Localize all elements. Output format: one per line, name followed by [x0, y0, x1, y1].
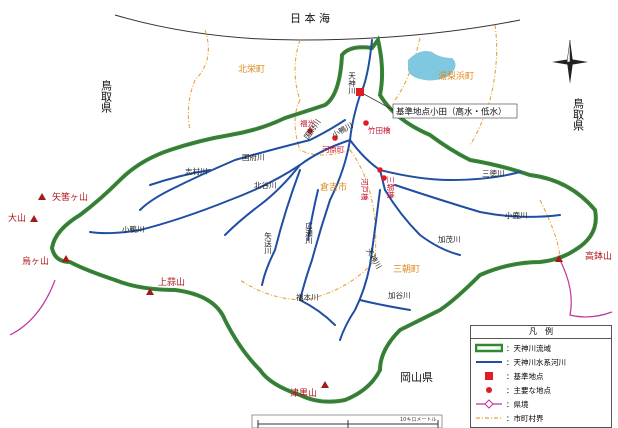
mountain-label-kamihiruzen: 上蒜山	[158, 277, 185, 288]
river-label-kitatani: 北谷川	[254, 181, 277, 190]
river-label-hirose: 広瀬川	[304, 221, 313, 245]
point-mitsu	[381, 175, 387, 181]
legend: 凡 例 ：天神川流域 ：天神川水系河川 ：基準地点 ：主要な地点 ：県境 ：市町…	[470, 325, 612, 428]
mountain-markers	[30, 193, 563, 388]
river-kayadani	[359, 299, 411, 311]
legend-label-river: ：天神川水系河川	[506, 357, 566, 367]
mountain-label-daisen: 大山	[8, 212, 26, 224]
coastline	[114, 14, 521, 41]
legend-label-pref-border: ：県境	[506, 399, 529, 409]
rivers	[89, 39, 561, 341]
callout-line	[361, 92, 394, 111]
mountain-kamihiruzen-icon	[146, 288, 154, 295]
mountain-karasugasen-icon	[62, 255, 70, 262]
river-label-kamo: 加茂川	[438, 234, 461, 244]
river-label-shimura: 志村川	[185, 166, 208, 176]
river-koshika	[394, 184, 561, 218]
prefecture-border	[9, 259, 613, 336]
legend-item-reference: ：基準地点	[475, 369, 607, 383]
river-kamo	[384, 189, 461, 256]
river-label-tenjin-upper: 天神川	[364, 246, 384, 270]
town-hokuei: 北栄町	[238, 63, 265, 75]
scale-label: 10キロメートル	[400, 417, 436, 423]
mountain-yahazugasen-icon	[38, 193, 46, 200]
river-shimura	[149, 169, 211, 186]
basin-boundary-inner	[51, 39, 597, 403]
pref-okayama: 岡山県	[400, 371, 433, 384]
town-yurihama: 湯梨浜町	[438, 70, 474, 82]
red-square-icon	[485, 372, 493, 380]
north-arrow-icon	[552, 39, 588, 84]
point-kawaramachi	[332, 135, 338, 141]
lake-togo	[408, 51, 456, 81]
mountain-label-yahazugasen: 矢筈ヶ山	[52, 191, 88, 203]
river-label-kayadani: 加谷川	[388, 290, 411, 300]
river-label-mitoku: 三徳川	[482, 168, 505, 178]
point-kawado	[377, 167, 383, 173]
legend-label-reference: ：基準地点	[506, 371, 544, 381]
legend-label-basin: ：天神川流域	[506, 343, 551, 353]
river-mitoku	[379, 169, 521, 181]
municipal-boundaries	[187, 24, 561, 301]
mountain-tsuguroyama-icon	[321, 381, 329, 388]
river-line-icon	[476, 361, 502, 363]
legend-label-municipal: ：市町村界	[506, 413, 544, 423]
pref-tottori-right: 鳥取県	[572, 97, 585, 132]
town-kurayoshi: 倉吉市	[320, 181, 347, 193]
river-fukumoto	[299, 299, 336, 326]
sea-label: 日 本 海	[290, 11, 330, 25]
mountain-label-karasugasen: 烏ヶ山	[22, 255, 49, 267]
legend-item-main-point: ：主要な地点	[475, 383, 607, 397]
basin-line-icon	[475, 343, 503, 353]
town-misasa: 三朝町	[393, 264, 420, 275]
river-tenjin-main	[299, 39, 373, 301]
reference-point-marker	[356, 88, 364, 96]
callout-box	[392, 103, 518, 119]
point-label-kawado: 河戸橋	[360, 178, 370, 201]
river-kitatani	[224, 164, 301, 236]
legend-item-river: ：天神川水系河川	[475, 355, 607, 369]
legend-title: 凡 例	[471, 326, 611, 339]
legend-label-main-point: ：主要な地点	[506, 385, 551, 395]
mountain-label-tsuguroyama: 津黒山	[290, 388, 317, 399]
point-fukumitsu	[307, 128, 313, 134]
river-label-tenjin-main: 天神川	[347, 72, 356, 95]
river-tenjin-upper	[339, 189, 381, 341]
point-label-kawaramachi: 河原町	[322, 145, 345, 154]
river-label-fukumoto: 福本川	[296, 292, 319, 302]
mountain-label-koubachisen: 高鉢山	[585, 250, 612, 262]
scale-bar	[251, 414, 443, 428]
river-trib1	[349, 139, 381, 171]
point-takeda	[363, 120, 369, 126]
main-points	[307, 120, 387, 181]
river-label-yabase: 矢送川	[263, 231, 272, 255]
mountain-daisen-icon	[30, 215, 38, 222]
legend-item-basin: ：天神川流域	[475, 341, 607, 355]
point-label-takeda: 竹田橋	[368, 125, 391, 135]
point-label-mitsu: 三朝橋	[386, 176, 396, 199]
point-label-fukumitsu: 福光	[300, 118, 315, 128]
legend-item-pref-border: ：県境	[475, 397, 607, 411]
river-yabase	[261, 169, 301, 286]
callout-label: 基準地点小田（高水・低水）	[396, 107, 507, 118]
river-label-kokufu: 国府川	[242, 152, 265, 162]
river-ogamo	[89, 139, 351, 235]
municipal-border-icon	[476, 417, 502, 419]
red-dot-icon	[486, 387, 492, 393]
river-label-koshika: 小鹿川	[505, 210, 528, 220]
pref-border-icon	[476, 399, 502, 409]
pref-tottori-left: 鳥取県	[100, 79, 113, 114]
legend-item-municipal: ：市町村界	[475, 411, 607, 425]
river-hirose	[307, 189, 319, 241]
river-label-ogamo2: 小鴨川	[122, 224, 145, 234]
legend-items: ：天神川流域 ：天神川水系河川 ：基準地点 ：主要な地点 ：県境 ：市町村界	[471, 339, 611, 427]
river-kokufu	[139, 119, 346, 211]
mountain-koubachisen-icon	[555, 255, 563, 262]
